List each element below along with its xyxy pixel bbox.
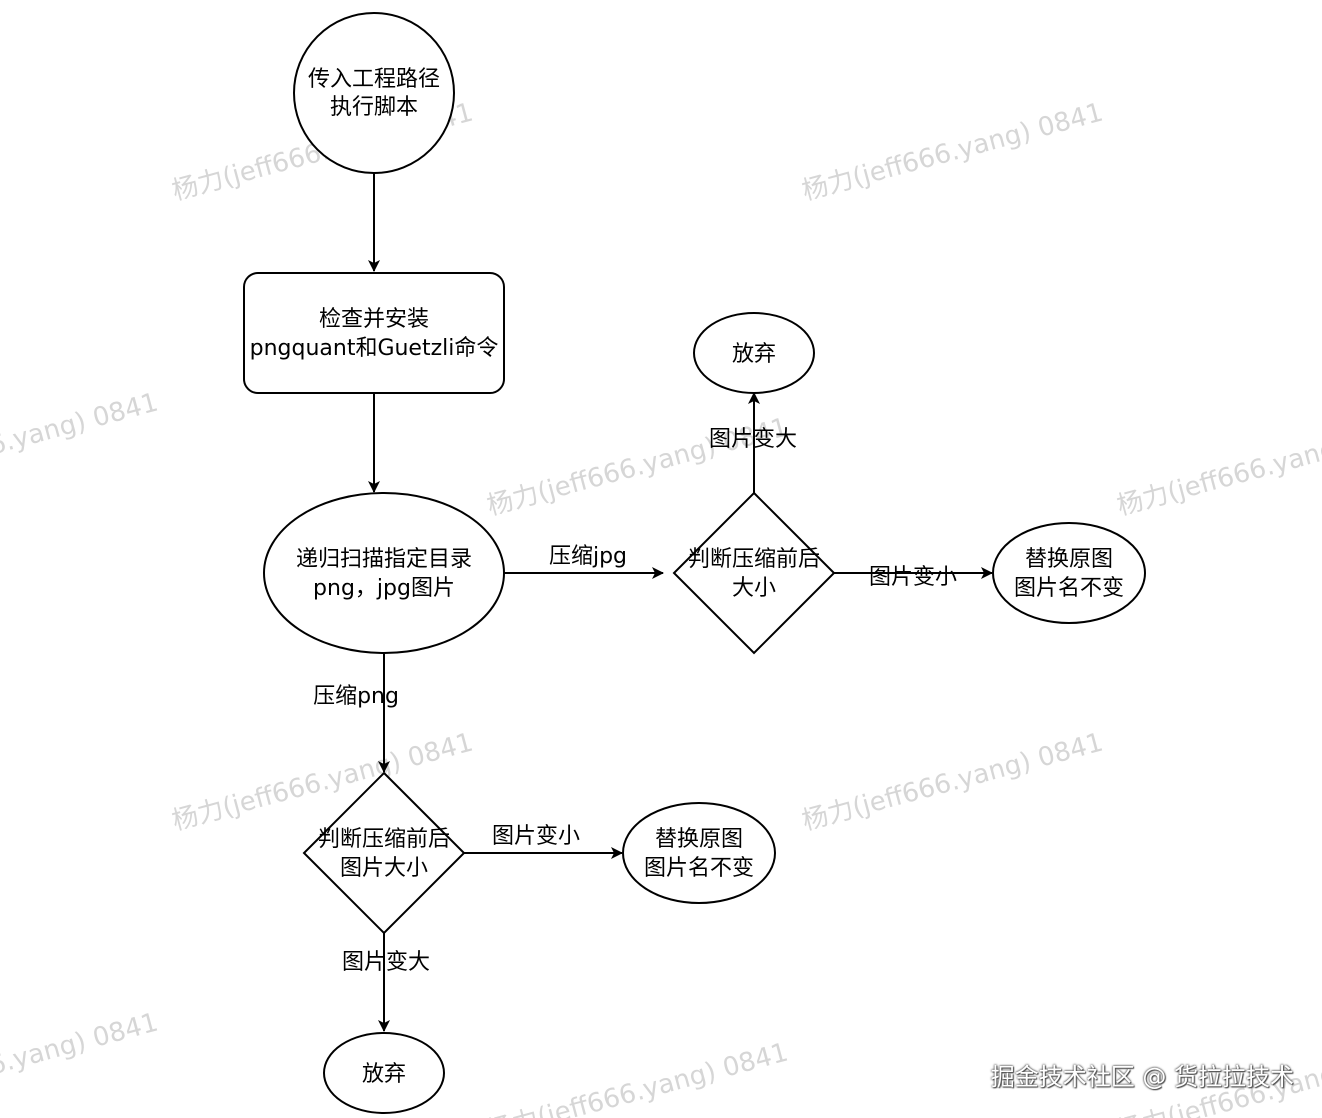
node-replace-png: 替换原图 图片名不变: [622, 802, 776, 904]
node-start: 传入工程路径 执行脚本: [293, 12, 455, 174]
judge-png-diamond: [302, 771, 466, 935]
edge-label-png-bigger: 图片变大: [342, 950, 430, 975]
node-scan: 递归扫描指定目录 png，jpg图片: [263, 492, 505, 654]
edge-label-compress-jpg: 压缩jpg: [549, 544, 627, 569]
node-install-line2: pngquant和Guetzli命令: [250, 336, 499, 361]
node-giveup-jpg: 放弃: [693, 312, 815, 394]
node-judge-jpg-line2: 大小: [732, 576, 776, 601]
node-giveup-jpg-label: 放弃: [732, 342, 776, 367]
node-scan-line1: 递归扫描指定目录: [296, 547, 472, 572]
node-judge-jpg: 判断压缩前后 大小: [672, 491, 836, 655]
judge-jpg-diamond: [672, 491, 836, 655]
giveup-png-ellipse: [323, 1032, 445, 1114]
giveup-jpg-ellipse: [693, 312, 815, 394]
node-start-line1: 传入工程路径: [308, 67, 440, 92]
replace-png-ellipse: [622, 802, 776, 904]
node-replace-png-line1: 替换原图: [655, 827, 743, 852]
watermark-text: 杨力(jeff666.yang) 0841: [799, 98, 1106, 207]
watermark-text: 杨力(jeff666.yang) 0841: [484, 1038, 791, 1118]
watermark-text: 杨力(jeff666.yang) 0841: [799, 728, 1106, 837]
node-judge-png-line2: 图片大小: [340, 856, 428, 881]
edge-label-jpg-bigger: 图片变大: [709, 427, 797, 452]
node-install-line1: 检查并安装: [319, 307, 429, 332]
node-judge-jpg-line1: 判断压缩前后: [688, 547, 820, 572]
node-scan-line2: png，jpg图片: [313, 576, 455, 601]
node-giveup-png-label: 放弃: [362, 1062, 406, 1087]
edges: [368, 173, 993, 1032]
scan-ellipse: [263, 492, 505, 654]
edge-labels: 压缩jpg 图片变大 图片变小 压缩png 图片变小 图片变大: [313, 427, 957, 975]
edge-label-jpg-smaller: 图片变小: [869, 565, 957, 590]
edge-label-png-smaller: 图片变小: [492, 824, 580, 849]
node-replace-jpg: 替换原图 图片名不变: [992, 522, 1146, 624]
node-judge-png-line1: 判断压缩前后: [318, 827, 450, 852]
watermark-text: 杨力(jeff666.yang) 0841: [0, 1008, 161, 1117]
edge-label-compress-png: 压缩png: [313, 684, 399, 709]
node-judge-png: 判断压缩前后 图片大小: [302, 771, 466, 935]
node-replace-jpg-line2: 图片名不变: [1014, 576, 1124, 601]
watermark-text: 杨力(jeff666.yang) 0841: [1114, 413, 1322, 522]
node-replace-png-line2: 图片名不变: [644, 856, 754, 881]
replace-jpg-ellipse: [992, 522, 1146, 624]
node-install: 检查并安装 pngquant和Guetzli命令: [243, 272, 505, 394]
install-box: [243, 272, 505, 394]
node-giveup-png: 放弃: [323, 1032, 445, 1114]
node-start-line2: 执行脚本: [330, 95, 418, 120]
start-circle: [293, 12, 455, 174]
source-footer: 掘金技术社区 @ 货拉拉技术: [990, 1063, 1294, 1091]
watermark-text: 杨力(jeff666.yang) 0841: [0, 388, 161, 497]
node-replace-jpg-line1: 替换原图: [1025, 547, 1113, 572]
